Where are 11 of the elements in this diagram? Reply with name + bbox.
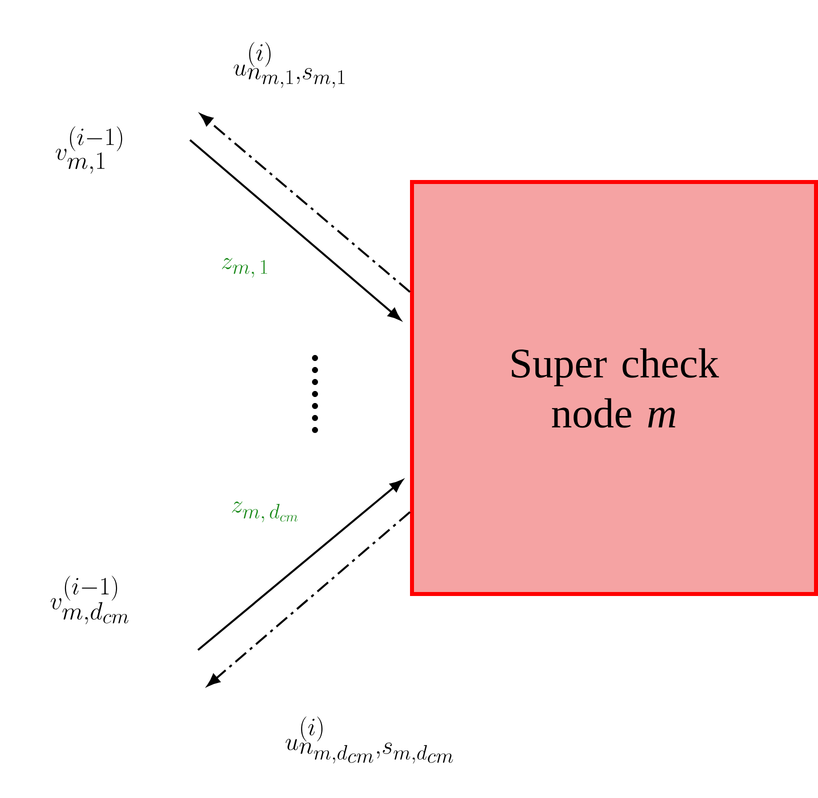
- message-symbol: $u_{n_{m,d_{cm}},s_{m,d_{cm}}}^{(i)}$: [286, 716, 453, 764]
- message-symbol: $u_{n_{m,1},s_{m,1}}^{(i)}$: [234, 42, 344, 88]
- arrow: [200, 114, 411, 293]
- arrow: [189, 139, 401, 320]
- arrow: [197, 480, 403, 651]
- edge-label: $z_{m,\,d_{cm}}$: [232, 501, 298, 522]
- message-symbol: $v_{m,d_{cm}}^{(i-1)}$: [50, 576, 128, 624]
- edge-label: $z_{m,\,1}$: [222, 258, 268, 278]
- check-node-box: Super check node m: [410, 180, 818, 596]
- arrow: [207, 511, 411, 686]
- message-symbol: $v_{m,1}^{(i-1)}$: [56, 126, 122, 174]
